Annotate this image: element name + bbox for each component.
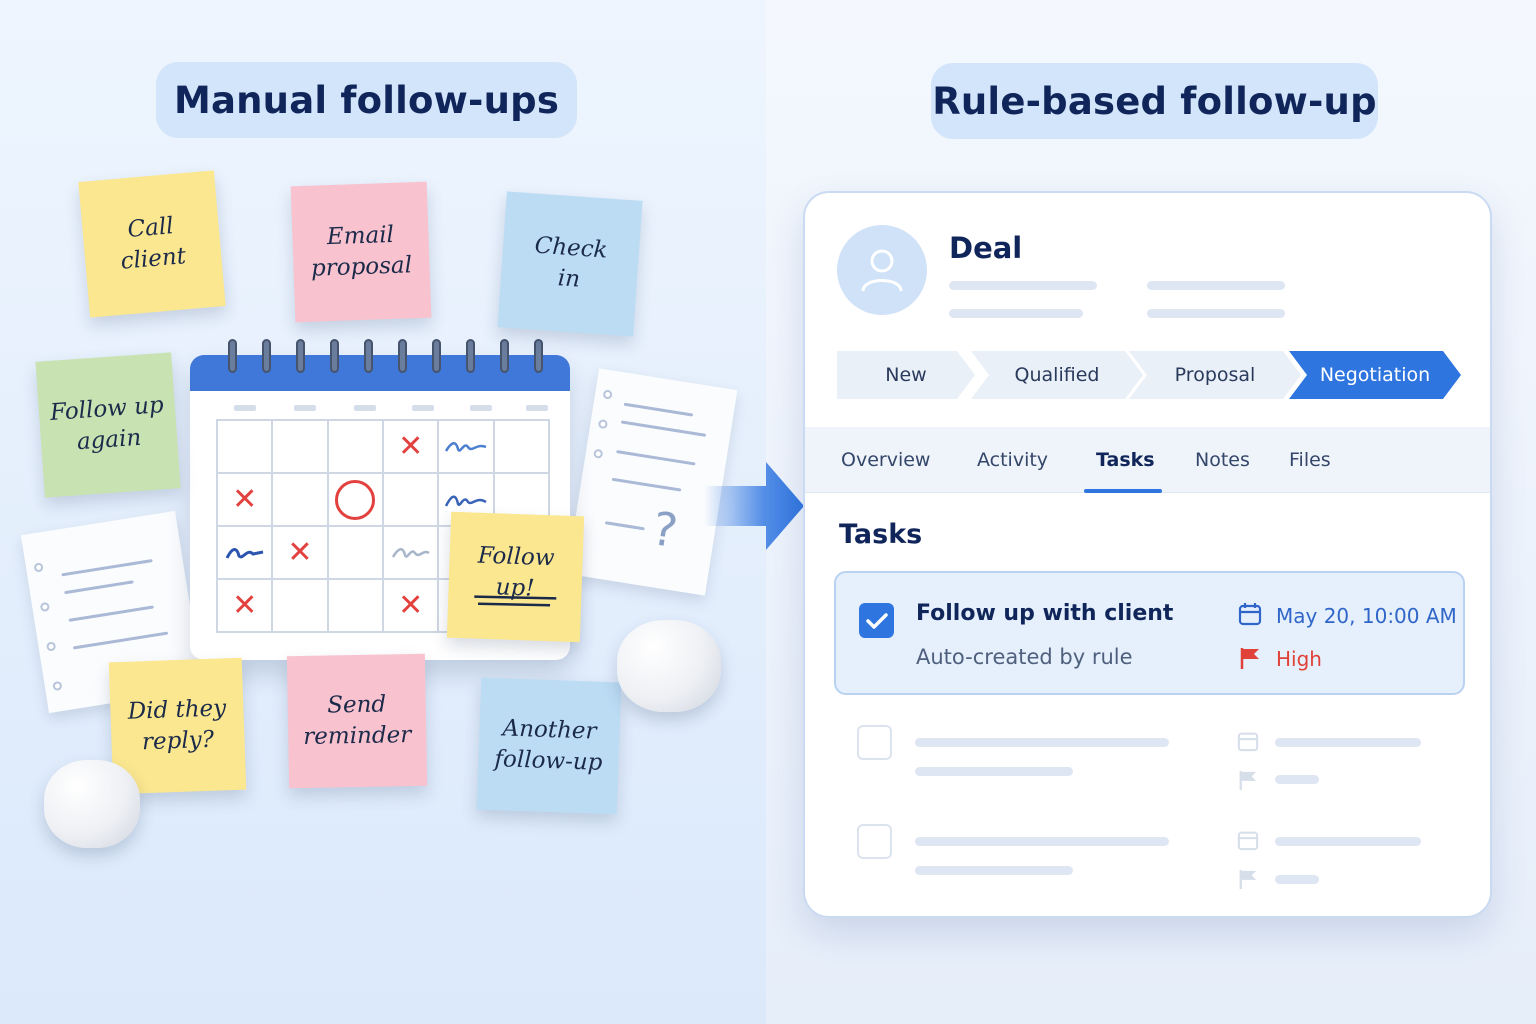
task-subtitle: Auto-created by rule (916, 645, 1133, 669)
underline-icon (474, 595, 557, 607)
task-row[interactable]: Follow up with client Auto-created by ru… (834, 571, 1465, 695)
user-icon (861, 249, 903, 292)
scribble-icon (444, 441, 487, 452)
tab-notes[interactable]: Notes (1195, 449, 1250, 471)
sticky-note-send-reminder: Send reminder (286, 653, 428, 789)
pipeline-stages: New Qualified Proposal Negotiation (837, 351, 1462, 399)
avatar (837, 225, 927, 315)
sticky-note-follow-up-again: Follow up again (35, 352, 181, 498)
calendar-icon (1238, 603, 1262, 626)
scribble-icon (444, 495, 487, 507)
rule-title: Rule-based follow-up (932, 79, 1377, 123)
check-icon (865, 612, 888, 629)
task-name: Follow up with client (916, 601, 1174, 626)
crumpled-paper-icon (44, 760, 140, 848)
arrow-right-icon (704, 462, 804, 550)
rule-title-pill: Rule-based follow-up (931, 63, 1378, 139)
task-priority: High (1276, 647, 1322, 671)
active-tab-indicator (1084, 489, 1162, 493)
sticky-note-call-client: Call client (78, 170, 226, 318)
task-due-date: May 20, 10:00 AM (1276, 604, 1457, 628)
record-tabs: Overview Activity Tasks Notes Files (805, 427, 1490, 493)
x-mark-icon: ✕ (287, 535, 313, 570)
task-checkbox[interactable] (859, 603, 894, 638)
stage-proposal[interactable]: Proposal (1129, 351, 1301, 399)
flag-icon (1239, 869, 1257, 889)
sticky-note-another-follow-up: Another follow-up (476, 677, 622, 815)
scribble-icon (391, 547, 430, 558)
deal-card: Deal New Qualified Proposal Negotiation … (803, 191, 1492, 918)
manual-title: Manual follow-ups (173, 78, 560, 122)
circle-mark-icon (335, 479, 376, 520)
placeholder-line (949, 281, 1097, 290)
sticky-note-check-in: Check in (497, 191, 643, 337)
stage-qualified[interactable]: Qualified (971, 351, 1143, 399)
x-mark-icon: ✕ (232, 482, 258, 517)
question-mark: ? (648, 501, 682, 559)
tasks-heading: Tasks (839, 519, 923, 550)
flag-icon (1240, 648, 1259, 669)
record-type-label: Deal (949, 231, 1023, 265)
scribble-icon (225, 547, 263, 559)
crumpled-paper-icon (617, 620, 721, 712)
placeholder-line (1147, 281, 1285, 290)
flag-icon (1239, 770, 1257, 790)
stage-negotiation[interactable]: Negotiation (1289, 351, 1461, 399)
x-mark-icon: ✕ (398, 429, 424, 464)
manual-title-pill: Manual follow-ups (156, 62, 577, 138)
tab-activity[interactable]: Activity (977, 449, 1049, 471)
stage-new[interactable]: New (837, 351, 975, 399)
tab-tasks[interactable]: Tasks (1096, 449, 1155, 471)
x-mark-icon: ✕ (232, 588, 258, 623)
sticky-note-email-proposal: Email proposal (290, 181, 432, 323)
calendar-icon (1237, 732, 1259, 752)
tab-files[interactable]: Files (1289, 449, 1331, 471)
tab-overview[interactable]: Overview (841, 449, 931, 471)
placeholder-line (1147, 309, 1285, 318)
task-checkbox[interactable] (857, 824, 892, 859)
x-mark-icon: ✕ (398, 588, 424, 623)
calendar-icon (1237, 831, 1259, 851)
sticky-note-follow-up: Follow up! (446, 511, 585, 643)
placeholder-line (949, 309, 1083, 318)
task-checkbox[interactable] (857, 725, 892, 760)
